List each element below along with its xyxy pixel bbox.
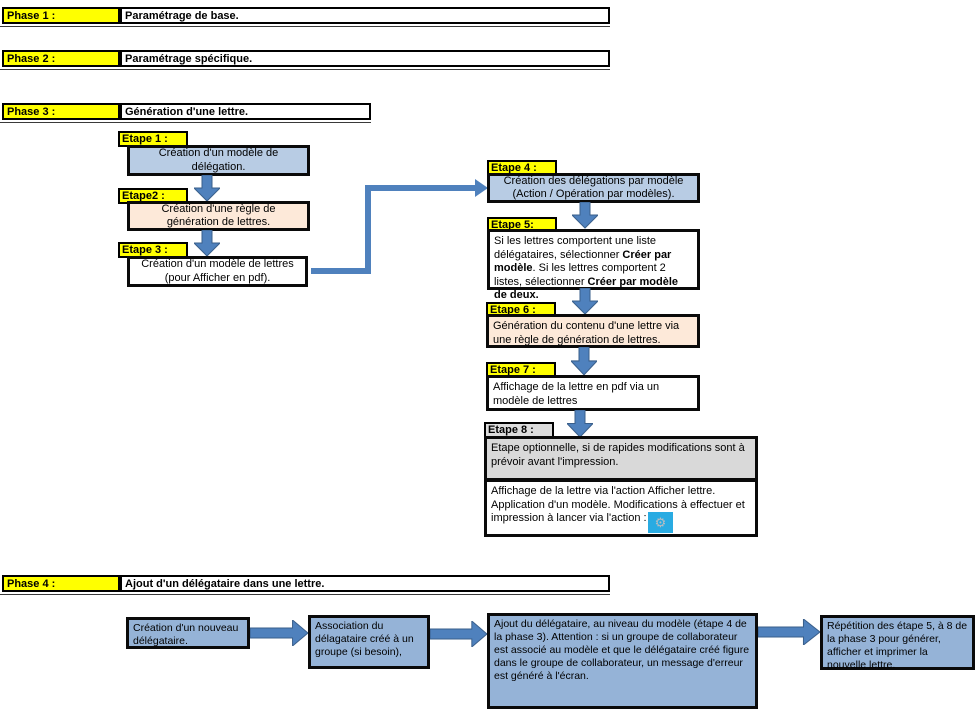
- phase-3-divider: [0, 122, 371, 123]
- step-2-box: Création d'une règle de génération de le…: [127, 201, 310, 231]
- step-8-detail: Affichage de la lettre via l'action Affi…: [484, 479, 758, 537]
- phase4-box-2: Association du délagataire créé à un gro…: [308, 615, 430, 669]
- arrow-down-icon: [194, 230, 220, 257]
- step-1-box: Création d'un modèle de délégation.: [127, 145, 310, 176]
- step-6-box: Génération du contenu d'une lettre via u…: [486, 314, 700, 348]
- step-7-box: Affichage de la lettre en pdf via un mod…: [486, 375, 700, 411]
- step-2-label: Etape2 :: [118, 188, 188, 204]
- arrow-down-icon: [571, 347, 597, 376]
- phase-1-title: Paramétrage de base.: [120, 7, 610, 24]
- elbow-connector-arrow-icon: [311, 179, 488, 274]
- arrow-right-icon: [430, 621, 487, 647]
- step-4-box: Création des délégations par modèle (Act…: [487, 173, 700, 203]
- phase-1-divider: [0, 26, 610, 27]
- arrow-down-icon: [572, 202, 598, 229]
- step-5-text: Si les lettres comportent une liste délé…: [494, 235, 679, 301]
- phase-2-label: Phase 2 :: [2, 50, 120, 67]
- arrow-down-icon: [567, 410, 593, 438]
- phase4-box-1: Création d'un nouveau délégataire.: [126, 617, 250, 649]
- phase-3-title: Génération d'une lettre.: [120, 103, 371, 120]
- step-5-box: Si les lettres comportent une liste délé…: [487, 229, 700, 301]
- phase-2-title: Paramétrage spécifique.: [120, 50, 610, 67]
- phase-4-title: Ajout d'un délégataire dans une lettre.: [120, 575, 610, 592]
- step-3-box: Création d'un modèle de lettres (pour Af…: [127, 256, 308, 287]
- phase-4-divider: [0, 594, 610, 595]
- arrow-down-icon: [194, 175, 220, 202]
- arrow-right-icon: [250, 620, 308, 646]
- phase-4-label: Phase 4 :: [2, 575, 120, 592]
- phase-2-divider: [0, 69, 610, 70]
- phase-3-label: Phase 3 :: [2, 103, 120, 120]
- step-8-optional-note: Etape optionnelle, si de rapides modific…: [484, 436, 758, 481]
- phase4-box-3: Ajout du délégataire, au niveau du modèl…: [487, 613, 758, 709]
- phase4-box-4: Répétition des étape 5, à 8 de la phase …: [820, 615, 975, 671]
- gear-icon: ⚙: [648, 512, 673, 533]
- gear-glyph: ⚙: [654, 515, 667, 530]
- arrow-right-icon: [758, 619, 820, 645]
- arrow-down-icon: [572, 288, 598, 315]
- phase-1-label: Phase 1 :: [2, 7, 120, 24]
